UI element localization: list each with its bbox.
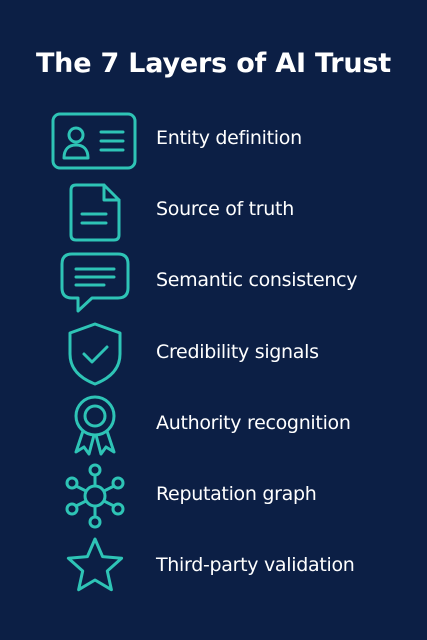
layer-item-authority-recognition: Authority recognition: [0, 389, 427, 460]
layer-item-entity-definition: Entity definition: [0, 104, 427, 175]
layer-item-semantic-consistency: Semantic consistency: [0, 246, 427, 317]
layer-label: Semantic consistency: [156, 269, 358, 292]
document-icon: [48, 175, 142, 246]
layer-item-reputation-graph: Reputation graph: [0, 460, 427, 531]
chat-bubble-icon: [48, 246, 142, 317]
layer-item-credibility-signals: Credibility signals: [0, 318, 427, 389]
layer-label: Credibility signals: [156, 340, 319, 363]
shield-check-icon: [48, 318, 142, 389]
layer-label: Reputation graph: [156, 482, 317, 505]
id-card-icon: [48, 104, 142, 175]
layer-list: Entity definition Source of truth: [0, 104, 427, 602]
layer-label: Authority recognition: [156, 411, 351, 434]
star-icon: [48, 531, 142, 602]
network-graph-icon: [48, 460, 142, 531]
award-ribbon-icon: [48, 389, 142, 460]
layer-item-third-party-validation: Third-party validation: [0, 531, 427, 602]
layer-label: Entity definition: [156, 127, 302, 149]
page-title: The 7 Layers of AI Trust: [35, 48, 392, 79]
layer-label: Source of truth: [156, 198, 294, 221]
layer-item-source-of-truth: Source of truth: [0, 175, 427, 246]
layer-label: Third-party validation: [156, 554, 355, 577]
